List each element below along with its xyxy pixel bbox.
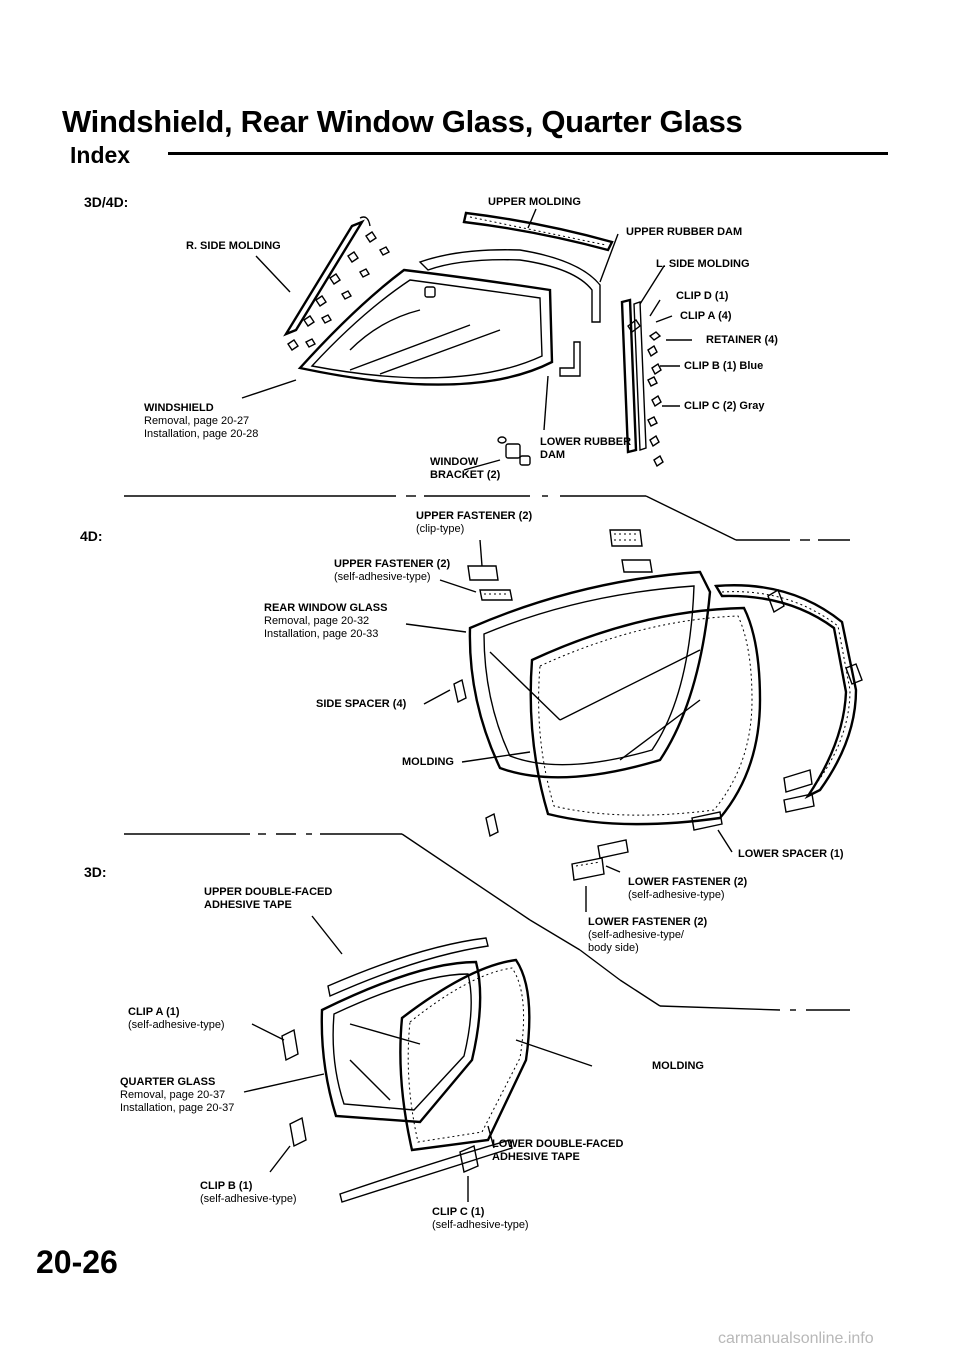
label-r-side-molding: R. SIDE MOLDING (186, 240, 281, 252)
clip-b-part (289, 1116, 307, 1148)
section-4d: 4D: (80, 528, 103, 544)
lower-rubber-dam-part (559, 341, 581, 377)
label-lower-fastener-body: LOWER FASTENER (2) (588, 916, 708, 928)
lower-fastener-body-side: body side) (588, 942, 639, 954)
upper-fastener-adhesive-part (467, 559, 653, 601)
page-number: 20-26 (36, 1244, 118, 1280)
label-upper-adhesive-tape: UPPER DOUBLE-FACED (204, 886, 333, 898)
section-3d-4d: 3D/4D: (84, 194, 129, 210)
upper-fastener-clip-type-part (609, 529, 643, 547)
upper-rubber-dam-part (418, 249, 601, 323)
label-lower-rubber-dam: LOWER RUBBER (540, 436, 632, 448)
label-clip-c-1: CLIP C (1) (432, 1206, 485, 1218)
label-clip-c-gray: CLIP C (2) Gray (684, 400, 765, 412)
label-lower-adhesive-tape: LOWER DOUBLE-FACED (492, 1138, 624, 1150)
label-window-bracket: WINDOW (430, 456, 479, 468)
label-lower-adhesive-tape-2: ADHESIVE TAPE (492, 1151, 580, 1163)
label-upper-rubber-dam: UPPER RUBBER DAM (626, 226, 743, 238)
label-retainer: RETAINER (4) (706, 334, 778, 346)
rear-glass-installation-ref: Installation, page 20-33 (264, 628, 379, 640)
side-spacer-part (453, 588, 863, 838)
label-l-side-molding: L. SIDE MOLDING (656, 258, 750, 270)
label-lower-rubber-dam-2: DAM (540, 449, 566, 461)
label-rear-window-glass: REAR WINDOW GLASS (264, 602, 388, 614)
lower-adhesive-tape-part (339, 1139, 513, 1203)
title-rule (168, 152, 888, 155)
quarter-glass-removal-ref: Removal, page 20-37 (120, 1089, 226, 1101)
upper-fastener-adhesive-type: (self-adhesive-type) (334, 571, 431, 583)
label-molding-4d: MOLDING (402, 756, 454, 768)
windshield-removal-ref: Removal, page 20-27 (144, 415, 250, 427)
footer-watermark: carmanualsonline.info (718, 1330, 874, 1347)
label-windshield: WINDSHIELD (144, 402, 214, 414)
label-upper-molding: UPPER MOLDING (488, 196, 581, 208)
label-upper-fastener-clip: UPPER FASTENER (2) (416, 510, 533, 522)
label-upper-adhesive-tape-2: ADHESIVE TAPE (204, 899, 292, 911)
section-subtitle: Index (70, 142, 131, 168)
windshield-installation-ref: Installation, page 20-28 (144, 428, 259, 440)
r-side-molding-part (283, 216, 371, 337)
label-clip-b-1: CLIP B (1) (200, 1180, 253, 1192)
label-clip-a-1: CLIP A (1) (128, 1006, 180, 1018)
upper-fastener-clip-type: (clip-type) (416, 523, 465, 535)
l-side-molding-part (620, 298, 647, 454)
lower-fastener-part (571, 857, 605, 881)
label-clip-b-blue: CLIP B (1) Blue (684, 360, 764, 372)
lower-fastener-body-type: (self-adhesive-type/ (588, 929, 684, 941)
label-side-spacer: SIDE SPACER (4) (316, 698, 407, 710)
window-bracket-part (497, 436, 531, 466)
clip-a-part (281, 1028, 299, 1062)
quarter-molding (399, 958, 531, 1152)
upper-molding-part (462, 211, 614, 252)
rear-molding (529, 584, 858, 826)
page-title: Windshield, Rear Window Glass, Quarter G… (62, 104, 743, 139)
label-lower-fastener: LOWER FASTENER (2) (628, 876, 748, 888)
label-clip-d: CLIP D (1) (676, 290, 729, 302)
windshield-clips-left (287, 231, 390, 351)
windshield-glass (297, 268, 554, 386)
label-window-bracket-2: BRACKET (2) (430, 469, 501, 481)
label-clip-a-4: CLIP A (4) (680, 310, 732, 322)
lower-spacer-part (597, 769, 815, 859)
clip-b-type: (self-adhesive-type) (200, 1193, 297, 1205)
label-quarter-glass: QUARTER GLASS (120, 1076, 216, 1088)
label-lower-spacer: LOWER SPACER (1) (738, 848, 844, 860)
l-side-clips (627, 318, 664, 468)
clip-c-part (459, 1145, 479, 1173)
label-molding-3d: MOLDING (652, 1060, 704, 1072)
section-3d: 3D: (84, 864, 107, 880)
upper-adhesive-tape-part (327, 937, 489, 997)
lower-fastener-type: (self-adhesive-type) (628, 889, 725, 901)
quarter-glass (320, 960, 482, 1124)
label-upper-fastener-adhesive: UPPER FASTENER (2) (334, 558, 451, 570)
rear-window-glass (468, 570, 712, 779)
clip-a-type: (self-adhesive-type) (128, 1019, 225, 1031)
quarter-glass-installation-ref: Installation, page 20-37 (120, 1102, 235, 1114)
rear-glass-removal-ref: Removal, page 20-32 (264, 615, 370, 627)
clip-c-type: (self-adhesive-type) (432, 1219, 529, 1231)
